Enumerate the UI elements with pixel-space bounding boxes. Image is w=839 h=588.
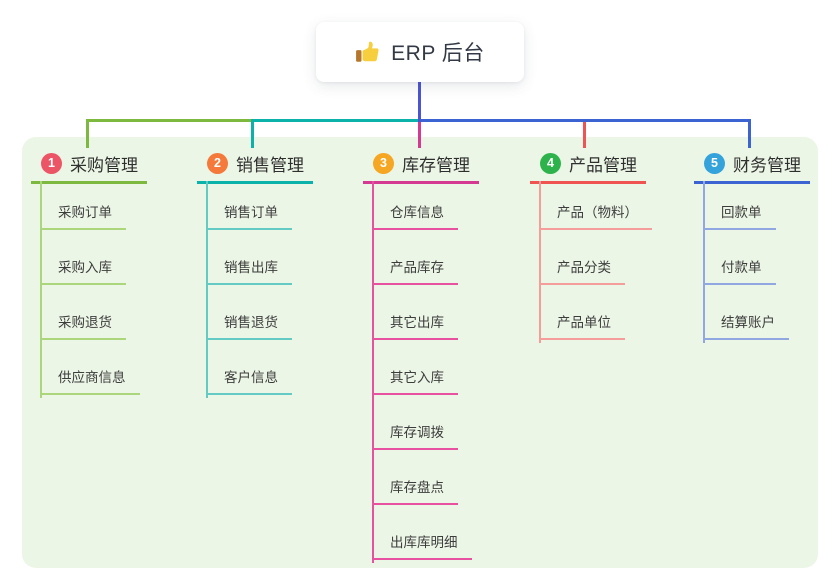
branch-number-badge: 4 [540,152,561,174]
branch-number-badge: 1 [41,152,62,174]
child-node[interactable]: 产品库存 [372,258,458,285]
child-node[interactable]: 仓库信息 [372,203,458,230]
child-node[interactable]: 付款单 [703,258,776,285]
branch-header-finance[interactable]: 5 财务管理 [694,148,810,184]
branch-children-connector [539,181,541,343]
child-node[interactable]: 销售出库 [206,258,292,285]
branch-label: 产品管理 [569,155,637,175]
branch-number-badge: 2 [207,152,228,174]
connector-line-branch-5 [419,119,751,122]
branch-label: 采购管理 [70,155,138,175]
child-node[interactable]: 产品分类 [539,258,625,285]
branch-label: 销售管理 [236,155,304,175]
branch-header-inventory[interactable]: 3 库存管理 [363,148,479,184]
child-node[interactable]: 销售订单 [206,203,292,230]
child-node[interactable]: 采购订单 [40,203,126,230]
branches-panel [22,137,818,568]
child-node[interactable]: 采购入库 [40,258,126,285]
child-node[interactable]: 其它出库 [372,313,458,340]
root-connector-line [418,82,421,122]
branch-header-sales[interactable]: 2 销售管理 [197,148,313,184]
connector-drop-branch-3 [418,122,421,148]
child-node[interactable]: 出库库明细 [372,533,472,560]
child-node[interactable]: 销售退货 [206,313,292,340]
branch-inventory: 3 库存管理 仓库信息产品库存其它出库其它入库库存调拨库存盘点出库库明细 [363,148,479,563]
child-node[interactable]: 客户信息 [206,368,292,395]
branch-label: 财务管理 [733,155,801,175]
child-node[interactable]: 结算账户 [703,313,789,340]
branch-finance: 5 财务管理 回款单付款单结算账户 [694,148,810,343]
root-title: ERP 后台 [391,42,485,65]
branch-number-badge: 5 [704,152,725,174]
branch-product: 4 产品管理 产品（物料） 产品分类产品单位 [530,148,652,343]
child-node[interactable]: 其它入库 [372,368,458,395]
child-node[interactable]: 库存盘点 [372,478,458,505]
branch-header-purchase[interactable]: 1 采购管理 [31,148,147,184]
branch-header-product[interactable]: 4 产品管理 [530,148,646,184]
branch-children-connector [40,181,42,398]
child-node[interactable]: 库存调拨 [372,423,458,450]
thumbs-up-icon [355,39,381,65]
child-node[interactable]: 回款单 [703,203,776,230]
branch-sales: 2 销售管理 销售订单销售出库销售退货客户信息 [197,148,313,398]
root-node[interactable]: ERP 后台 [316,22,524,82]
connector-drop-branch-4 [583,122,586,148]
child-node[interactable]: 产品（物料） [539,203,652,230]
branch-children-connector [372,181,374,563]
branch-children-connector [206,181,208,398]
connector-drop-branch-1 [86,119,89,148]
connector-drop-branch-2 [251,119,254,148]
child-node[interactable]: 产品单位 [539,313,625,340]
connector-drop-branch-5 [748,119,751,148]
child-node[interactable]: 采购退货 [40,313,126,340]
branch-number-badge: 3 [373,152,394,174]
branch-label: 库存管理 [402,155,470,175]
connector-line-branch-2 [251,119,421,122]
branch-purchase: 1 采购管理 采购订单采购入库采购退货供应商信息 [31,148,147,398]
branch-children-connector [703,181,705,343]
child-node[interactable]: 供应商信息 [40,368,140,395]
